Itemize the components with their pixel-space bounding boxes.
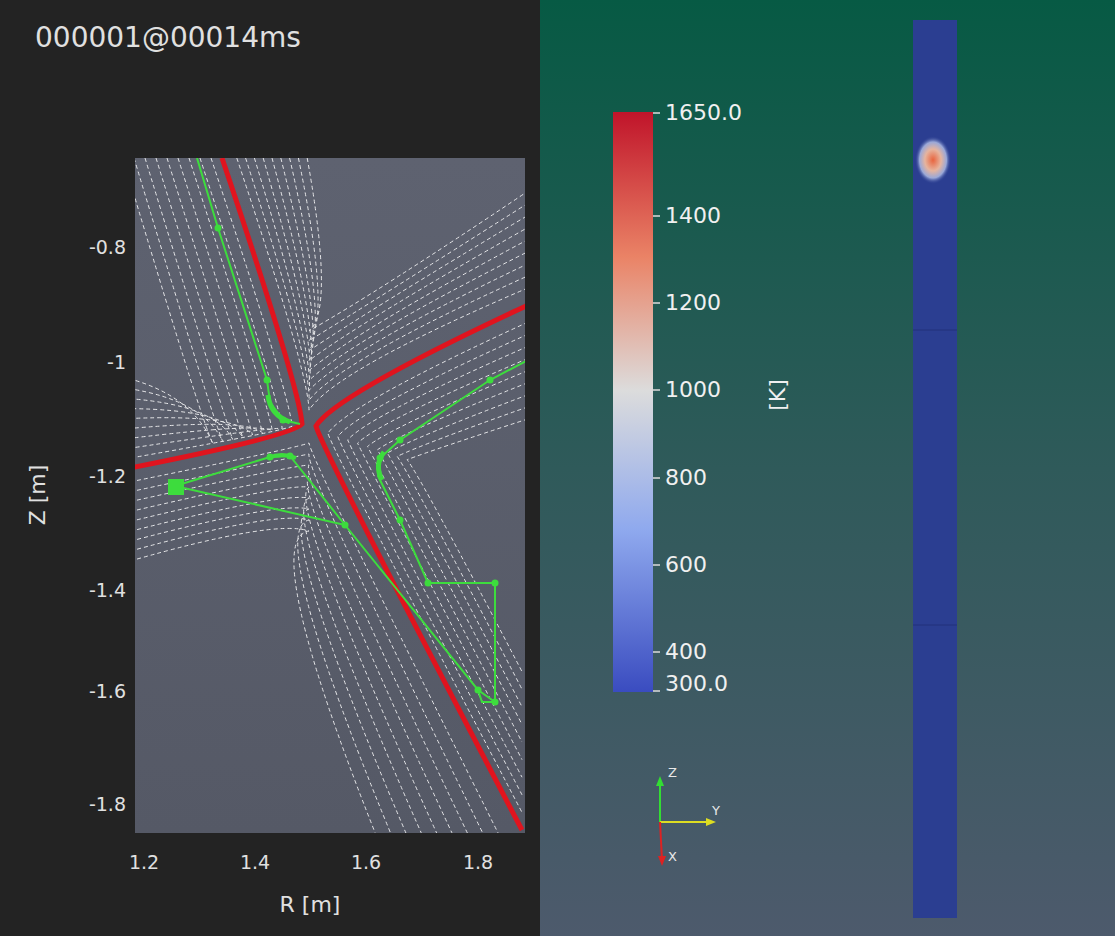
colorbar-unit: [K] [767,379,789,411]
flux-surface [135,158,272,438]
colorbar-tick: 300.0 [665,673,728,695]
tick-label: -1.6 [89,682,126,701]
flux-surface [135,443,500,833]
flux-surface [407,419,525,672]
timestamp: 000001@00014ms [35,24,301,52]
flux-surface [135,158,243,437]
flux-surface [135,528,376,833]
flux-surface [135,476,453,833]
flux-surface [377,383,525,725]
flux-surface [328,322,525,812]
flux-surface [135,465,469,833]
tick-label: -1 [107,353,126,372]
axis-letter: X [668,850,677,863]
axis-letter: Y [712,804,720,817]
flux-surface [135,454,484,833]
tick-label: 1.6 [351,853,381,872]
colorbar-tick: 1000 [665,379,721,401]
flux-surface [338,334,525,795]
flux-surface [281,158,525,361]
flux-surface [135,158,233,439]
axis-title: Z [m] [27,465,49,526]
flux-surface [397,407,525,689]
colorbar-tick: 600 [665,554,707,576]
colorbar-tick: 1400 [665,205,721,227]
flux-surface [135,518,392,833]
flux-surface [135,508,407,833]
flux-surface [254,158,525,390]
colorbar-tick: 400 [665,641,707,663]
flux-surface [237,158,525,410]
flux-surface [387,395,525,707]
flux-surface [135,487,438,833]
flux-surface [272,158,525,371]
tick-label: -1.2 [89,467,126,486]
axis-letter: Z [668,766,677,779]
flux-surface [135,497,423,833]
tick-label: 1.8 [463,853,493,872]
axis-title: R [m] [280,894,341,916]
tick-label: -1.8 [89,795,126,814]
tick-label: 1.4 [240,853,270,872]
tick-label: -0.8 [89,238,126,257]
tick-label: 1.2 [129,853,159,872]
colorbar-tick: 1650.0 [665,102,742,124]
flux-surface [298,158,525,341]
flux-surface [263,158,525,380]
colorbar-tick: 1200 [665,292,721,314]
flux-surface [135,158,282,448]
colorbar-tick: 800 [665,467,707,489]
flux-surface [135,158,213,444]
tick-label: -1.4 [89,581,126,600]
flux-surface [307,158,525,331]
